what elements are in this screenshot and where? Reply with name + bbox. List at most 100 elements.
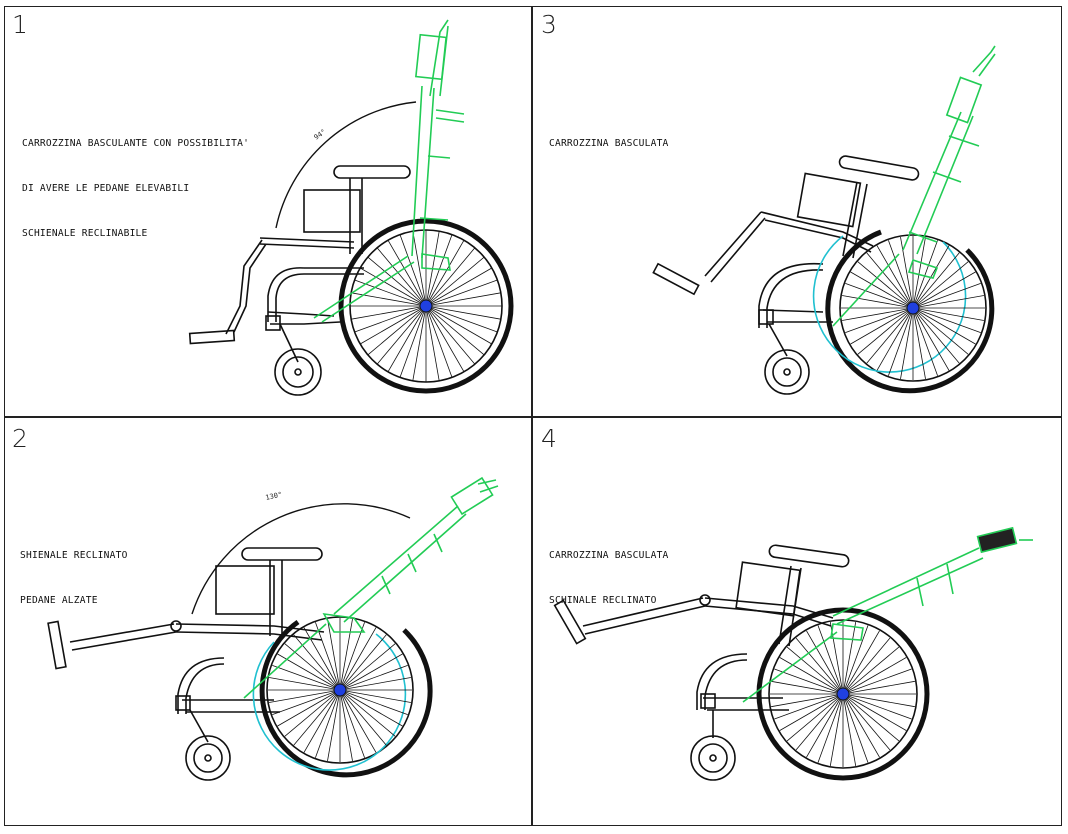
wheel-hub (419, 299, 433, 313)
wheel-spoke (339, 622, 365, 691)
wheel-spoke (876, 307, 914, 371)
wheelchair-drawing (652, 45, 996, 395)
wheel-spoke (912, 307, 969, 355)
wheel-spoke (842, 693, 891, 751)
wheel-spoke (771, 693, 844, 708)
wheel-spoke (842, 693, 915, 708)
wheel-spoke (842, 625, 869, 695)
wheel-spoke (866, 252, 914, 309)
wheel-spoke (425, 305, 493, 345)
wheel-spoke (425, 239, 465, 307)
wheel-spoke (359, 305, 427, 345)
wheel-spoke (425, 305, 465, 373)
caption-line: CARROZZINA BASCULATA (549, 138, 669, 149)
wheel-spoke (425, 292, 501, 307)
wheel-spoke (327, 689, 341, 761)
wheel-spoke (912, 307, 926, 379)
wheel-spoke (425, 247, 476, 307)
backrest (243, 476, 499, 699)
wheel-spoke (857, 307, 914, 355)
backrest (313, 19, 465, 323)
wheel-spoke (425, 305, 476, 365)
wheel-spoke (399, 305, 427, 378)
wheel-spoke (339, 689, 365, 758)
wheel-spoke (912, 283, 981, 309)
caption-line: CARROZZINA BASCULATA (549, 550, 669, 561)
wheel-spoke (387, 305, 427, 373)
wheel-spoke (857, 261, 914, 309)
wheelchair-drawing: 130° (47, 476, 499, 781)
wheel-spoke (339, 665, 408, 691)
wheel-spoke (806, 630, 844, 695)
caption-line: SHIENALE RECLINATO (20, 550, 128, 561)
wheel-spoke (845, 283, 914, 309)
wheelchair (188, 165, 514, 396)
panel-number: 2 (12, 424, 28, 453)
panel-caption: CARROZZINA BASCULANTE CON POSSIBILITA' D… (22, 106, 249, 271)
wheel-spoke (399, 234, 427, 307)
wheel-spoke (339, 689, 403, 727)
wheel-spoke (912, 307, 950, 371)
backrest (742, 526, 1033, 703)
wheel-spoke (284, 689, 341, 737)
wheel-spoke (817, 625, 844, 695)
caption-line: DI AVERE LE PEDANE ELEVABILI (22, 183, 190, 194)
wheel-spoke (303, 689, 341, 753)
wheel-spoke (367, 305, 427, 356)
wheel-spoke (359, 267, 427, 307)
wheel-spoke (425, 305, 501, 320)
wheelchair (553, 544, 930, 781)
wheel-spoke (272, 665, 341, 691)
caption-line: CARROZZINA BASCULANTE CON POSSIBILITA' (22, 138, 250, 149)
wheelchair (652, 155, 995, 395)
wheel-spoke (339, 689, 396, 737)
wheel-spoke (842, 646, 900, 695)
wheel-spoke (315, 689, 341, 758)
wheel-spoke (272, 689, 341, 715)
wheel-spoke (829, 693, 844, 766)
panel-caption: CARROZZINA BASCULATA SCHINALE RECLINATO (549, 518, 669, 638)
wheel-spoke (829, 622, 844, 695)
wheel-spoke (376, 305, 427, 365)
wheel-spoke (367, 256, 427, 307)
wheel-spoke (900, 237, 914, 309)
wheelchair-drawing: 94° (188, 19, 514, 396)
panel-caption: SHIENALE RECLINATO PEDANE ALZATE (20, 518, 128, 638)
wheel-spoke (425, 256, 485, 307)
wheel-spoke (842, 680, 915, 695)
wheel-spoke (315, 622, 341, 691)
wheel-spoke (774, 693, 844, 720)
panel-3: 3 CARROZZINA BASCULATA (533, 6, 1060, 416)
wheel-spoke (850, 307, 914, 345)
wheel-spoke (842, 622, 857, 695)
caption-line: SCHIENALE RECLINABILE (22, 228, 148, 239)
wheel-spoke (912, 307, 938, 376)
wheel-spoke (912, 307, 960, 364)
wheel-spoke (425, 267, 493, 307)
wheel-spoke (376, 247, 427, 307)
wheel-spoke (842, 668, 912, 695)
wheel-spoke (284, 643, 341, 691)
wheel-spoke (842, 657, 907, 695)
wheel-spoke (912, 271, 976, 309)
wheel-spoke (842, 637, 891, 695)
wheel-spoke (842, 693, 912, 720)
wheel-spoke (293, 634, 341, 691)
wheel-spoke (277, 653, 341, 691)
wheel-spoke (912, 237, 926, 309)
backrest (832, 45, 996, 327)
wheel-spoke (912, 307, 984, 321)
wheel-hub (333, 683, 347, 697)
wheel-spoke (876, 245, 914, 309)
wheel-spoke (912, 307, 981, 333)
wheel-spoke (293, 689, 341, 746)
wheel-spoke (842, 693, 880, 758)
wheel-spoke (412, 305, 427, 381)
wheel-spoke (339, 643, 396, 691)
caption-line: PEDANE ALZATE (20, 595, 98, 606)
panel-number: 1 (12, 10, 28, 39)
wheel-spoke (850, 271, 914, 309)
wheel-spoke (795, 637, 844, 695)
wheel-spoke (866, 307, 914, 364)
wheel-spoke (339, 653, 403, 691)
